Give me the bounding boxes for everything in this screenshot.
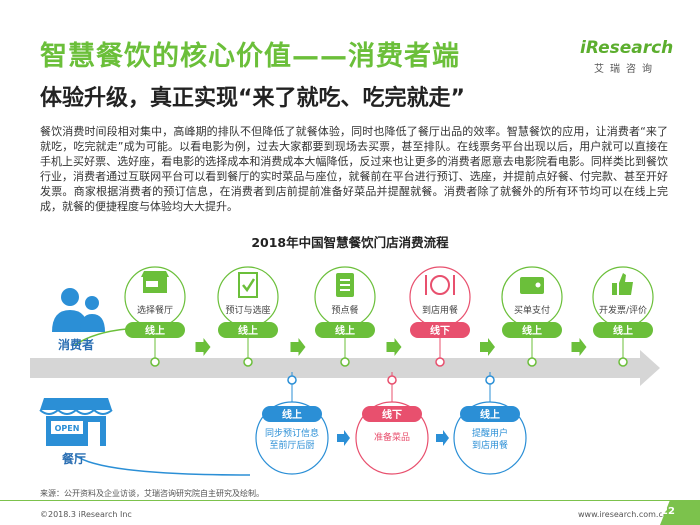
consumer-step-label: 预订与选座	[225, 304, 270, 316]
iresearch-logo: iResearch 艾瑞咨询	[580, 38, 674, 75]
flow-arrow-icon	[195, 338, 211, 356]
restaurant-step-tag	[362, 406, 422, 422]
restaurant-step-tag	[262, 406, 322, 422]
footer-divider	[0, 500, 700, 501]
svg-text:OPEN: OPEN	[55, 424, 80, 433]
restaurant-step-label: 提醒用户	[472, 427, 508, 439]
restaurant-step-tag	[460, 406, 520, 422]
consumer-step-tag	[410, 322, 470, 338]
logo-subtitle: 艾瑞咨询	[594, 64, 658, 75]
flow-arrow-icon	[436, 430, 449, 446]
logo-wordmark: iResearch	[580, 38, 674, 58]
wallet-icon	[520, 277, 544, 294]
restaurant-step-label: 到店用餐	[472, 439, 508, 451]
consumer-label: 消费者	[58, 338, 95, 352]
restaurant-step-tag-text: 线上	[282, 408, 302, 421]
restaurant-step-label: 同步预订信息	[265, 427, 319, 439]
restaurant-step-tag-text: 线下	[382, 408, 402, 421]
checklist-icon	[238, 272, 258, 298]
consumer-step-tag-text: 线上	[145, 324, 165, 337]
page-subtitle: 体验升级，真正实现“来了就吃、吃完就走”	[40, 86, 465, 111]
restaurant-shop-icon: OPEN	[39, 398, 113, 446]
thumbs-up-icon	[612, 273, 633, 295]
consumer-step-label: 开发票/评价	[599, 304, 647, 316]
page-number: 22	[661, 506, 675, 517]
website-text: www.iresearch.com.cn	[578, 510, 668, 519]
consumer-step-tag-text: 线下	[430, 324, 450, 337]
page-number-badge	[660, 500, 700, 525]
consumer-step-tag	[218, 322, 278, 338]
body-paragraph: 餐饮消费时间段相对集中，高峰期的排队不但降低了就餐体验，同时也降低了餐厅出品的效…	[40, 125, 668, 213]
restaurant-step-label: 至前厅后厨	[269, 439, 314, 451]
flow-arrow-icon	[337, 430, 350, 446]
consumer-step-label: 买单支付	[514, 304, 550, 316]
page-title: 智慧餐饮的核心价值——消费者端	[40, 41, 460, 72]
consumer-step-tag	[125, 322, 185, 338]
consumer-step-tag	[315, 322, 375, 338]
store-open-icon	[141, 271, 169, 293]
consumer-person-icon	[52, 288, 105, 332]
consumer-step-label: 选择餐厅	[137, 304, 173, 316]
diagram-title: 2018年中国智慧餐饮门店消费流程	[251, 235, 449, 250]
menu-icon	[336, 273, 354, 297]
flow-arrow-icon	[290, 338, 306, 356]
flow-arrow-icon	[480, 338, 495, 356]
flow-arrow-icon	[571, 338, 587, 356]
source-note: 来源：公开资料及企业访谈，艾瑞咨询研究院自主研究及绘制。	[40, 489, 264, 498]
consumer-step-tag-text: 线上	[522, 324, 542, 337]
process-diagram: OPEN 选择餐厅线上预订与选座线上预点餐线上到店用餐线下买单支付线上开发票/评…	[30, 266, 660, 476]
consumer-step-tag-text: 线上	[613, 324, 633, 337]
consumer-step-tag	[593, 322, 653, 338]
consumer-step-label: 预点餐	[331, 304, 358, 316]
restaurant-label: 餐厅	[62, 452, 87, 466]
restaurant-step-tag-text: 线上	[480, 408, 500, 421]
consumer-step-tag-text: 线上	[335, 324, 355, 337]
restaurant-flow-line	[74, 454, 251, 476]
flow-arrow-icon	[386, 338, 402, 356]
consumer-step-label: 到店用餐	[422, 304, 458, 316]
consumer-step-tag	[502, 322, 562, 338]
timeline-arrow	[30, 350, 660, 386]
copyright-text: ©2018.3 iResearch Inc	[40, 510, 132, 519]
dining-icon	[425, 275, 455, 295]
restaurant-step-label: 准备菜品	[374, 431, 410, 443]
consumer-step-tag-text: 线上	[238, 324, 258, 337]
